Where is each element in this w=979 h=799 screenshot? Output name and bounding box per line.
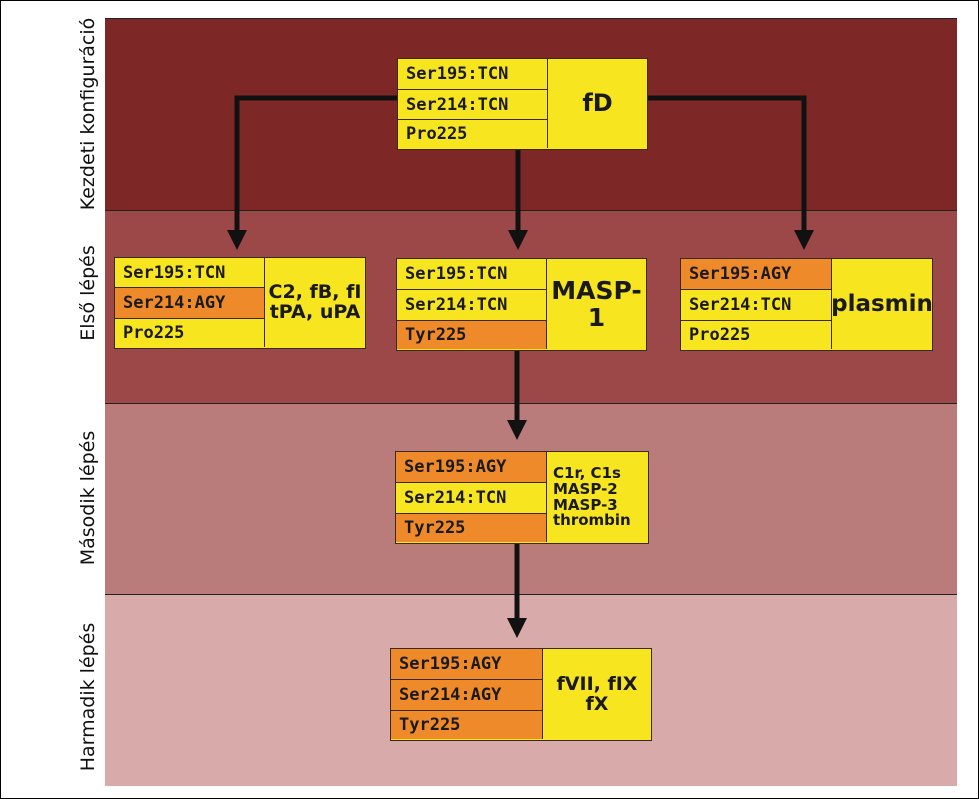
node-fvii: Ser195:AGY Ser214:AGY Tyr225 fVII, fIX f… [390, 648, 652, 741]
node-c1r-row-ser214: Ser214:TCN [396, 483, 547, 514]
node-plasmin-row-ser214: Ser214:TCN [681, 290, 832, 321]
node-fd-row-ser214: Ser214:TCN [398, 90, 548, 120]
node-c1r-row-225: Tyr225 [396, 514, 547, 542]
node-fvii-name: fVII, fIX fX [543, 649, 651, 740]
node-masp1-row-225: Tyr225 [397, 321, 547, 349]
node-plasmin: Ser195:AGY Ser214:TCN Pro225 plasmin [680, 258, 933, 351]
node-c2-name: C2, fB, fI tPA, uPA [265, 258, 365, 348]
node-plasmin-row-ser195: Ser195:AGY [681, 259, 832, 290]
node-c1r-row-ser195: Ser195:AGY [396, 452, 547, 483]
node-c2-row-ser214: Ser214:AGY [115, 288, 265, 319]
node-c2: Ser195:TCN Ser214:AGY Pro225 C2, fB, fI … [114, 257, 366, 349]
node-c1r: Ser195:AGY Ser214:TCN Tyr225 C1r, C1s MA… [395, 451, 649, 544]
node-c2-row-ser195: Ser195:TCN [115, 258, 265, 288]
node-fd-row-225: Pro225 [398, 120, 548, 148]
node-fvii-row-ser214: Ser214:AGY [391, 680, 543, 711]
node-plasmin-name: plasmin [831, 259, 933, 350]
node-c2-row-225: Pro225 [115, 319, 265, 347]
node-masp1: Ser195:TCN Ser214:TCN Tyr225 MASP-1 [396, 258, 647, 351]
arrow-fd-to-c2 [227, 95, 397, 250]
node-fd-name: fD [548, 59, 647, 149]
node-plasmin-row-225: Pro225 [681, 321, 832, 349]
node-masp1-name: MASP-1 [547, 259, 646, 350]
arrow-fd-to-plasmin [648, 95, 814, 250]
node-fvii-row-ser195: Ser195:AGY [391, 649, 543, 680]
node-fd: Ser195:TCN Ser214:TCN Pro225 fD [397, 58, 648, 150]
node-fvii-row-225: Tyr225 [391, 711, 543, 739]
node-fd-row-ser195: Ser195:TCN [398, 59, 548, 90]
node-masp1-row-ser214: Ser214:TCN [397, 290, 547, 321]
band-initial-configuration [105, 18, 957, 211]
node-c1r-name: C1r, C1s MASP-2 MASP-3 thrombin [547, 452, 648, 543]
node-masp1-row-ser195: Ser195:TCN [397, 259, 547, 290]
